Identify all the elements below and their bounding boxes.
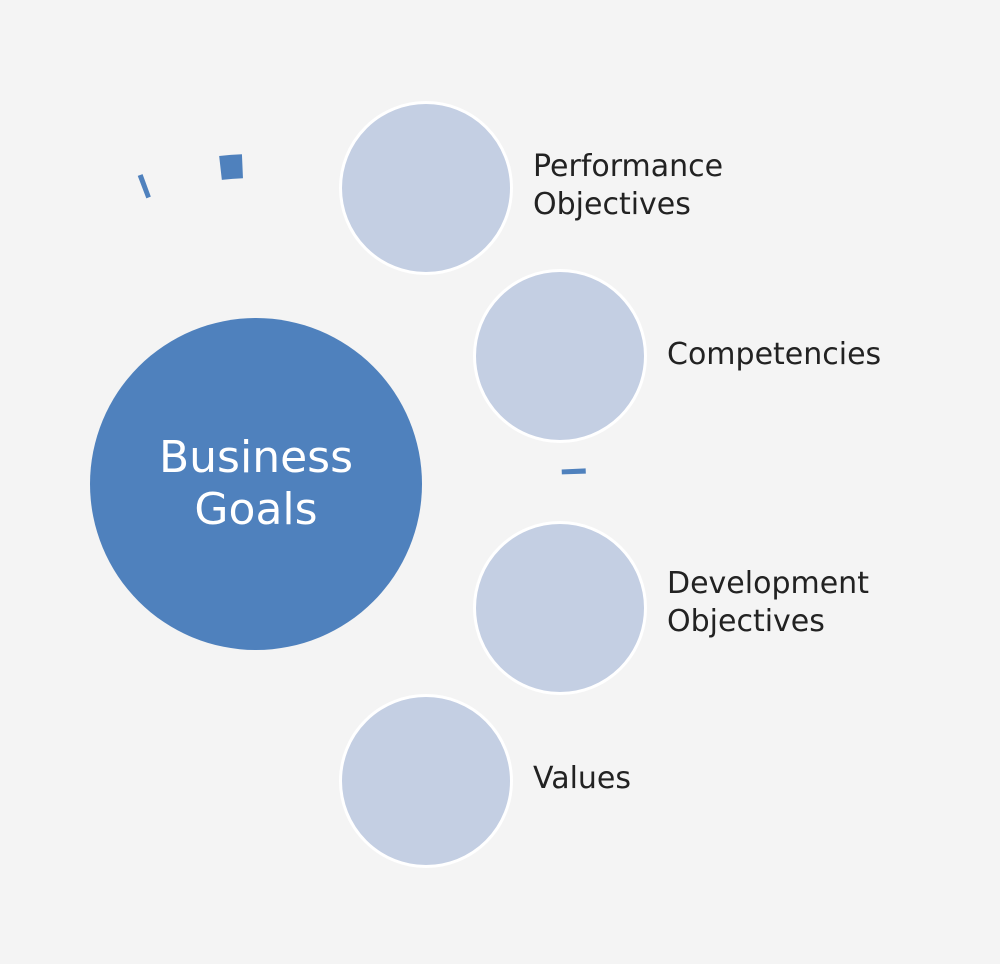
values-label: Values xyxy=(533,761,632,796)
competencies-circle xyxy=(473,269,647,443)
competencies-label: Competencies xyxy=(667,337,882,372)
business-goals-label: Business Goals xyxy=(158,432,354,535)
values-circle xyxy=(339,694,513,868)
arc-ring xyxy=(0,154,586,814)
development-objectives-circle xyxy=(473,521,647,695)
performance-objectives-label: Performance Objectives xyxy=(533,149,724,222)
performance-objectives-circle xyxy=(339,101,513,275)
business-goals-circle: Business Goals xyxy=(90,318,422,650)
development-objectives-label: Development Objectives xyxy=(667,566,869,639)
